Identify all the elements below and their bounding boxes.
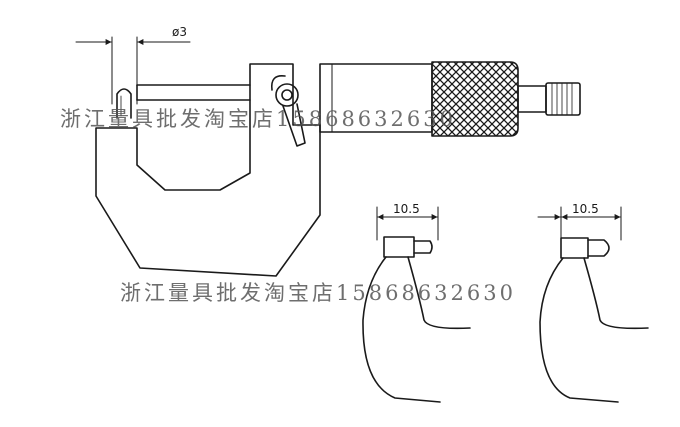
diameter-label: ø3 [172, 25, 187, 39]
detail-left-anvil [383, 236, 415, 258]
thimble [431, 61, 519, 137]
watermark-upper: 浙江量具批发淘宝店15868632630 [60, 107, 456, 131]
detail-left-dimension [376, 206, 439, 241]
lock-lever [270, 74, 306, 147]
detail-left [362, 206, 471, 403]
detail-right [537, 206, 649, 403]
diameter-dimension [75, 36, 191, 105]
ratchet [517, 82, 581, 116]
watermark-lower: 浙江量具批发淘宝店15868632630 [120, 281, 516, 305]
detail-left-dimension-label: 10.5 [393, 202, 420, 216]
anvil-pin [116, 88, 132, 119]
detail-right-anvil [560, 237, 589, 259]
detail-right-dimension-label: 10.5 [572, 202, 599, 216]
frame [95, 63, 321, 277]
detail-right-dimension [537, 206, 622, 241]
spindle [136, 84, 251, 101]
main-micrometer [75, 36, 581, 277]
